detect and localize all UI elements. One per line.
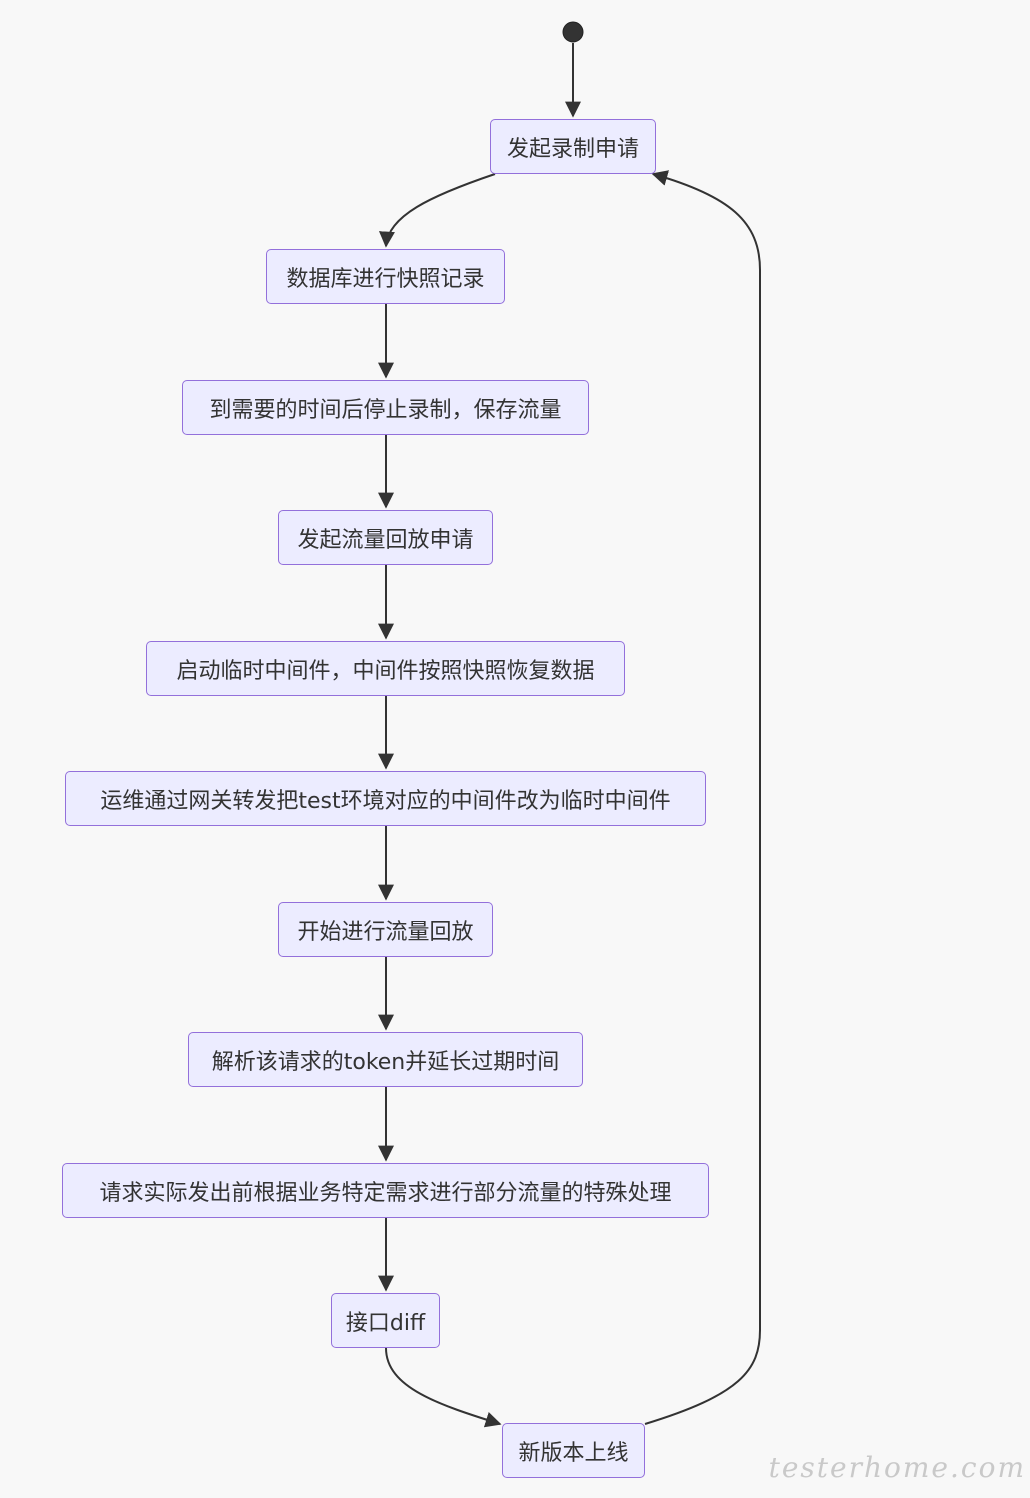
state-begin-replay[interactable]: 开始进行流量回放 (278, 902, 493, 957)
watermark: testerhome.com (768, 1451, 1026, 1484)
state-start-replay-request[interactable]: 发起流量回放申请 (278, 510, 493, 565)
state-special-processing[interactable]: 请求实际发出前根据业务特定需求进行部分流量的特殊处理 (62, 1163, 709, 1218)
edge-s10-s11 (385, 1347, 502, 1428)
state-database-snapshot[interactable]: 数据库进行快照记录 (266, 249, 505, 304)
state-new-version-release[interactable]: 新版本上线 (502, 1423, 645, 1478)
state-parse-token[interactable]: 解析该请求的token并延长过期时间 (188, 1032, 583, 1087)
state-stop-recording-save-traffic[interactable]: 到需要的时间后停止录制，保存流量 (182, 380, 589, 435)
edge-s11-s1 (644, 170, 761, 1425)
state-start-recording-request[interactable]: 发起录制申请 (490, 119, 656, 174)
start-node (562, 21, 584, 43)
state-gateway-switch-middleware[interactable]: 运维通过网关转发把test环境对应的中间件改为临时中间件 (65, 771, 706, 826)
edge-s1-s2 (378, 173, 496, 248)
state-interface-diff[interactable]: 接口diff (331, 1293, 440, 1348)
state-start-temp-middleware[interactable]: 启动临时中间件，中间件按照快照恢复数据 (146, 641, 625, 696)
